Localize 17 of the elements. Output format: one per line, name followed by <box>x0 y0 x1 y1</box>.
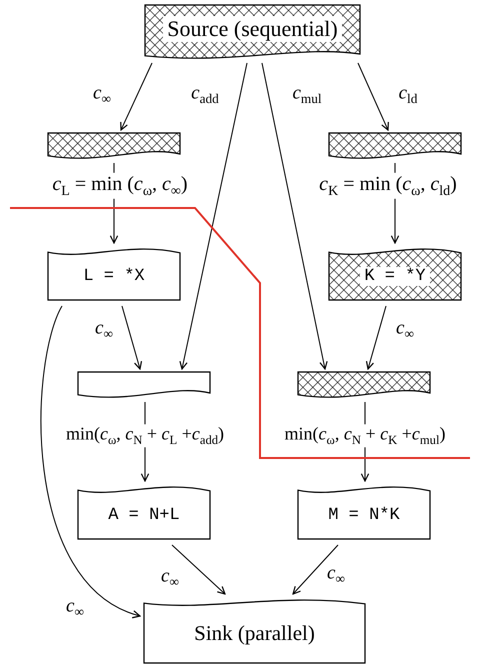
node-label: Sink (parallel) <box>194 621 315 646</box>
arrow <box>40 306 141 618</box>
node-label: L = *X <box>83 267 145 286</box>
arrow <box>172 544 226 595</box>
node-label: K = *Y <box>360 267 430 286</box>
edge-label: c$_{L}$ = min (c$_{ω}$, c$_{∞}$) <box>50 172 190 200</box>
arrow <box>292 544 338 595</box>
node-label: Source (sequential) <box>163 16 342 42</box>
node-label: M = N*K <box>328 506 400 524</box>
arrow <box>120 62 152 131</box>
edge-label: c$_{K}$ = min (c$_{ω}$, c$_{ld}$) <box>317 172 459 200</box>
arrow <box>262 62 328 370</box>
arrow <box>122 306 142 370</box>
arrow <box>179 62 248 370</box>
arrow <box>358 62 389 131</box>
arrow <box>366 306 386 370</box>
node-label: A = N+L <box>108 506 180 524</box>
